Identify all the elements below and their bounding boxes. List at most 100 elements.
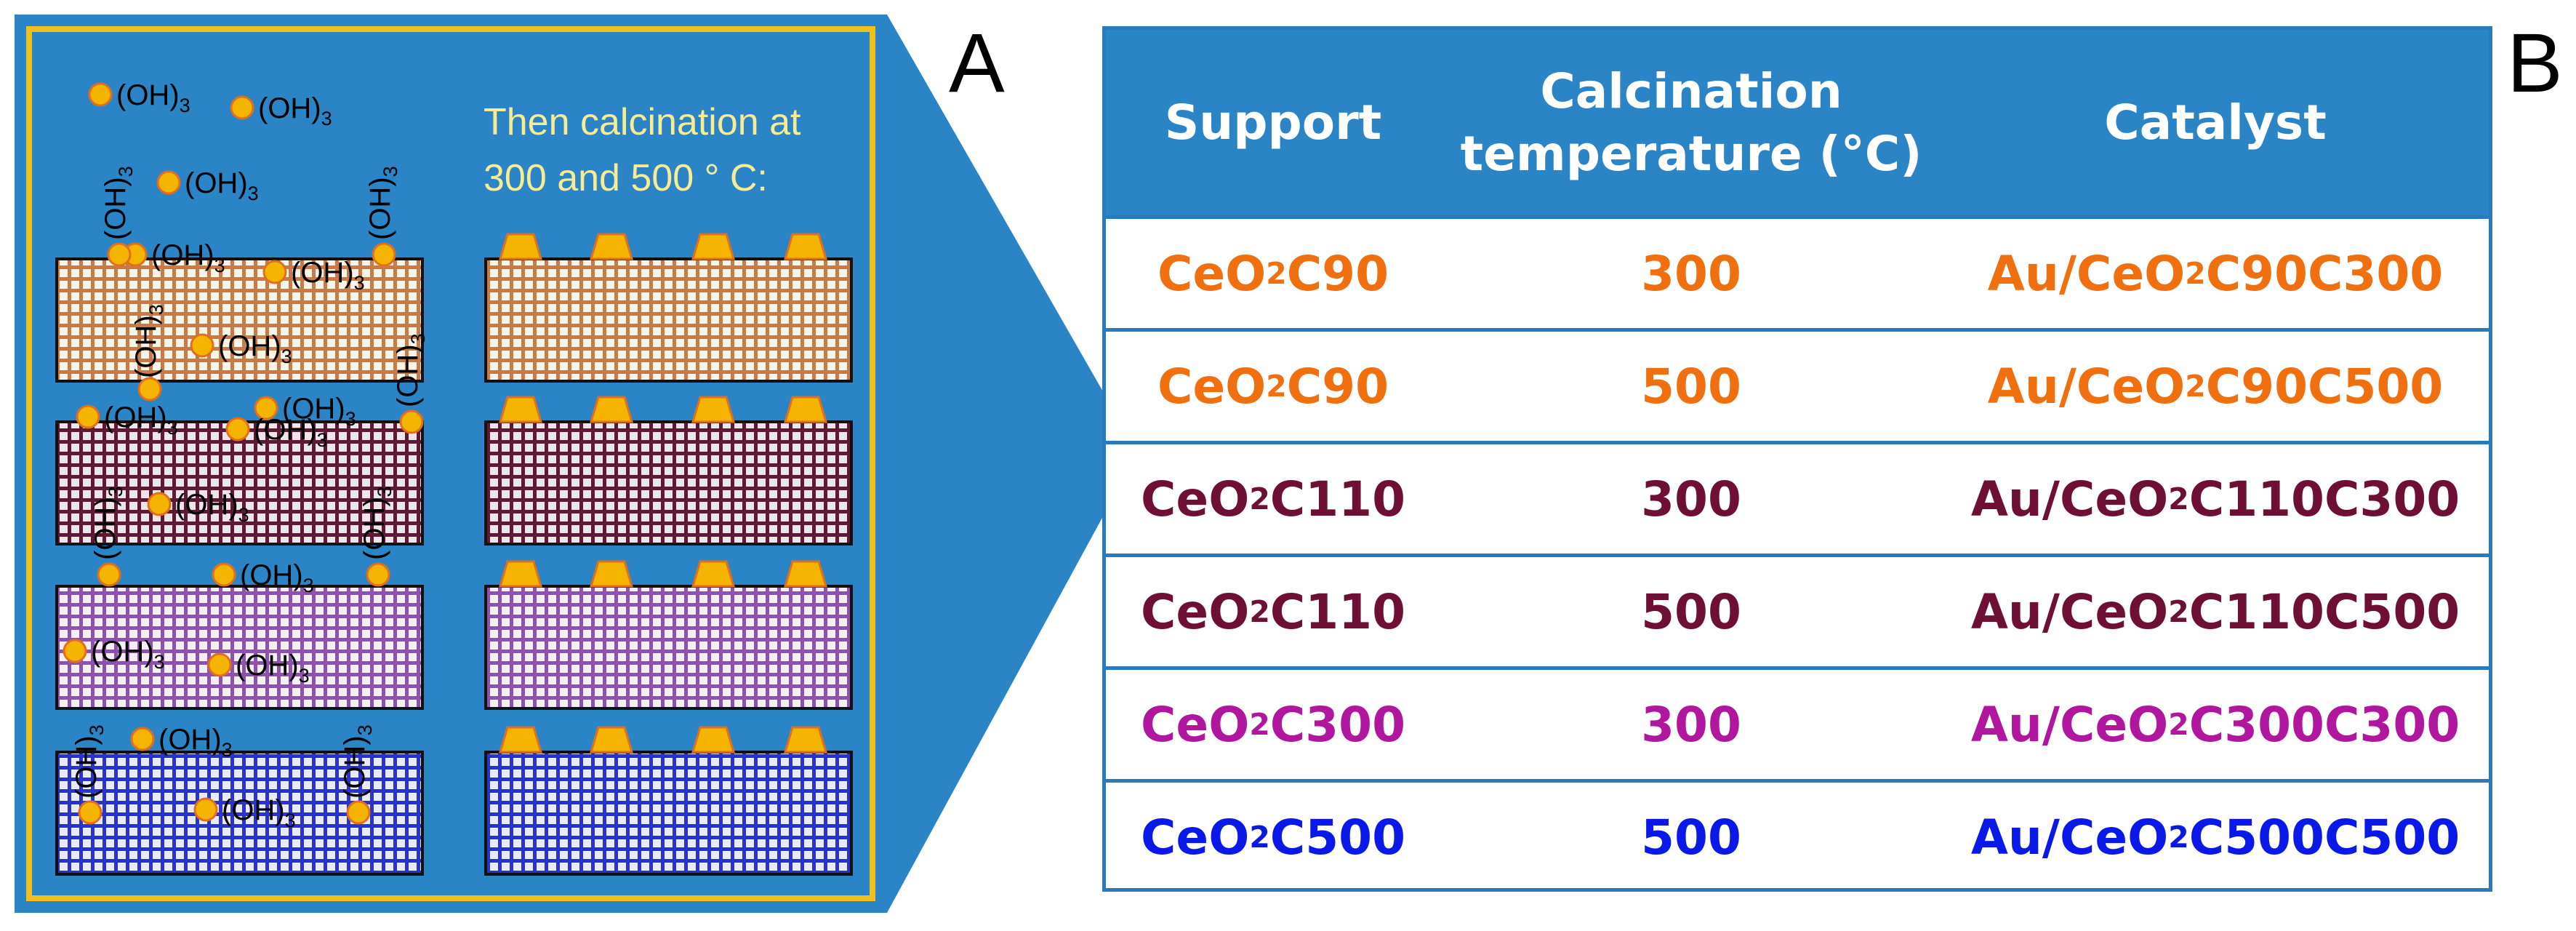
catalyst-text: C90C500 xyxy=(2205,358,2444,415)
header-calcination-line1: Calcination xyxy=(1540,63,1842,119)
temperature-text: 300 xyxy=(1641,245,1741,302)
catalyst-text: C110C300 xyxy=(2188,471,2460,527)
hydroxide-dot xyxy=(147,492,172,516)
temperature-text: 500 xyxy=(1641,809,1741,866)
hydroxide-dot xyxy=(254,396,278,420)
gold-particle xyxy=(498,396,543,423)
support-text: C110 xyxy=(1269,471,1405,527)
hydroxide-label: (OH)3 xyxy=(175,489,249,526)
gold-particle xyxy=(498,233,543,260)
calcined-layer-3 xyxy=(484,585,853,710)
support-text: CeO xyxy=(1141,696,1250,753)
hydroxide-dot xyxy=(346,800,371,825)
catalyst-text: Au/CeO xyxy=(1987,245,2186,302)
support-text: CeO xyxy=(1141,583,1250,640)
support-text: CeO xyxy=(1157,358,1267,415)
temperature-cell: 300 xyxy=(1440,444,1942,554)
gold-particle xyxy=(691,233,736,260)
catalyst-text: C500C500 xyxy=(2188,809,2460,866)
layers-group xyxy=(55,233,853,876)
inner-frame xyxy=(26,26,875,901)
synthesis-scheme: (OH)3(OH)3(OH)3(OH)3(OH)3(OH)3(OH)3(OH)3… xyxy=(15,15,1138,913)
panel-a-diagram: (OH)3(OH)3(OH)3(OH)3(OH)3(OH)3(OH)3(OH)3… xyxy=(0,0,1138,927)
gold-particle xyxy=(691,396,736,423)
note-line-2: 300 and 500 ° C: xyxy=(483,157,768,199)
header-calcination-line2: temperature (°C) xyxy=(1460,125,1922,182)
hydroxide-dot xyxy=(78,800,103,825)
support-text: CeO xyxy=(1141,471,1250,527)
hydroxide-label: (OH)3 xyxy=(130,304,167,378)
support-layer-3 xyxy=(55,585,424,710)
support-text: CeO xyxy=(1157,245,1267,302)
hydroxide-label: (OH)3 xyxy=(91,636,165,673)
temperature-cell: 500 xyxy=(1440,783,1942,892)
calcined-layer-1 xyxy=(484,257,853,383)
header-catalyst: Catalyst xyxy=(2104,94,2327,151)
support-text: CeO xyxy=(1141,809,1250,866)
calcined-layer-4 xyxy=(484,751,853,876)
hydroxide-dot xyxy=(63,639,87,663)
hydroxide-dot xyxy=(156,170,181,195)
gold-particle xyxy=(589,726,634,754)
hydroxide-dot xyxy=(88,82,113,107)
hydroxide-label: (OH)3 xyxy=(100,166,137,240)
hydroxide-dot xyxy=(97,562,121,587)
gold-particle xyxy=(691,726,736,754)
hydroxide-dot xyxy=(212,562,236,587)
calcination-note: Then calcination at 300 and 500 ° C: xyxy=(483,101,801,199)
hydroxide-label: (OH)3 xyxy=(392,333,429,407)
hydroxide-dot xyxy=(225,417,250,441)
gold-particle xyxy=(589,560,634,588)
catalyst-text: C300C300 xyxy=(2188,696,2460,753)
catalyst-text: Au/CeO xyxy=(1970,471,2169,527)
hydroxide-label: (OH)3 xyxy=(185,167,259,204)
hydroxide-dot xyxy=(190,333,214,358)
gold-particle xyxy=(783,233,828,260)
hydroxide-label: (OH)3 xyxy=(116,79,190,116)
hydroxide-label: (OH)3 xyxy=(358,486,396,560)
table-header: Support Calcination temperature (°C) Cat… xyxy=(1106,30,2489,215)
panel-b-label: B xyxy=(2507,17,2563,110)
hydroxide-dot xyxy=(130,727,155,751)
catalyst-text: Au/CeO xyxy=(1970,696,2169,753)
gold-particle xyxy=(783,726,828,754)
hydroxide-label: (OH)3 xyxy=(104,401,178,439)
catalyst-text: C110C500 xyxy=(2188,583,2460,640)
gold-particle xyxy=(589,396,634,423)
catalyst-text: Au/CeO xyxy=(1970,809,2169,866)
hydroxide-label: (OH)3 xyxy=(218,330,292,367)
support-text: C300 xyxy=(1269,696,1405,753)
hydroxide-label: (OH)3 xyxy=(236,650,310,687)
hydroxide-dot xyxy=(76,404,100,429)
catalyst-text: Au/CeO xyxy=(1987,358,2186,415)
hydroxide-label: (OH)3 xyxy=(159,724,233,761)
hydroxide-label: (OH)3 xyxy=(151,239,225,276)
hydroxide-dot xyxy=(399,409,424,434)
support-layer-1 xyxy=(55,257,424,383)
hydroxide-label: (OH)3 xyxy=(339,724,376,799)
temperature-text: 300 xyxy=(1641,696,1741,753)
support-text: C500 xyxy=(1269,809,1405,866)
header-calcination: Calcination temperature (°C) xyxy=(1440,30,1942,215)
catalyst-text: C90C300 xyxy=(2205,245,2444,302)
note-line-1: Then calcination at xyxy=(483,101,801,143)
temperature-cell: 500 xyxy=(1440,332,1942,441)
header-support: Support xyxy=(1164,94,1382,151)
hydroxide-label: (OH)3 xyxy=(364,166,401,240)
hydroxide-label: (OH)3 xyxy=(254,414,328,451)
gold-particle xyxy=(498,560,543,588)
hydroxide-label: (OH)3 xyxy=(89,486,127,560)
temperature-text: 300 xyxy=(1641,471,1741,527)
